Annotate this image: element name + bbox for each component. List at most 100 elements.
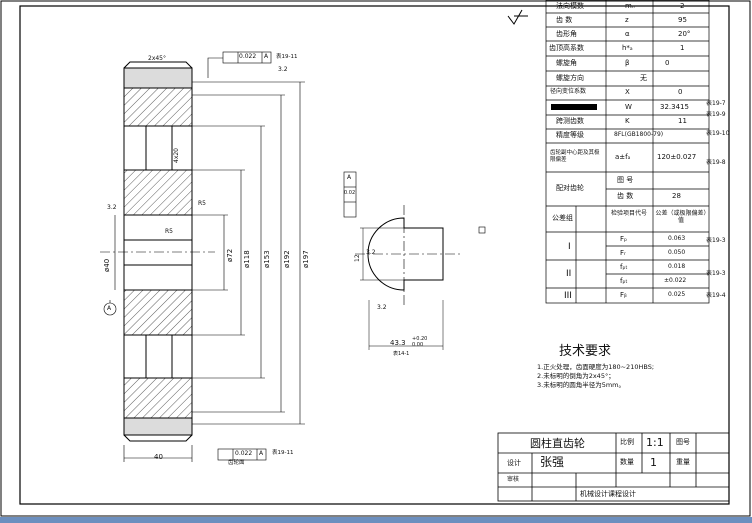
design-label: 设计 [507, 459, 521, 467]
course-name: 机械设计课程设计 [580, 490, 636, 498]
group0-code-0: Fₚ [620, 235, 628, 243]
title-block-grid [497, 432, 730, 502]
dim-r2: R5 [165, 228, 173, 235]
param-sym-1: z [625, 16, 629, 24]
drawing-no-label: 图号 [676, 438, 690, 446]
left-rough: 3.2 [107, 204, 117, 211]
dim-r1: R5 [198, 200, 206, 207]
drawing-title: 圆柱直齿轮 [530, 437, 585, 450]
tech-req-item-2: 3.未标明的圆角半径为5mm。 [537, 381, 626, 389]
param-val-5: 无 [640, 74, 647, 82]
group1-val-0: 0.018 [668, 263, 686, 270]
tolerance-frame-bottom [217, 448, 267, 461]
bottom-status-strip [0, 517, 752, 523]
key-upper: +0.20 [412, 336, 428, 342]
param-val-7: 32.3415 [660, 103, 689, 111]
dim-d197: ø197 [302, 250, 310, 268]
param-val-10: 120±0.027 [657, 153, 697, 161]
mate-name-0: 图 号 [617, 176, 634, 184]
tech-req-item-1: 2.未标明的倒角为2x45°； [537, 372, 615, 380]
dim-small: 4x20 [173, 147, 180, 163]
review-label: 审核 [507, 476, 520, 483]
side-note-5: 表19-3 [706, 270, 726, 277]
param-val-4: 0 [665, 59, 670, 67]
param-sym-3: h*ₐ [622, 44, 633, 52]
param-val-9: 8FL(GB1800-79) [614, 131, 664, 138]
tol-bottom-note: 表19-11 [272, 450, 294, 456]
qty-label: 数量 [620, 458, 634, 466]
inner-border [19, 5, 730, 505]
side-note-3: 表19-8 [706, 159, 726, 166]
param-name-1: 齿 数 [556, 16, 573, 24]
group0-code-1: Fᵣ [620, 249, 626, 257]
param-name-8: 跨测齿数 [556, 117, 584, 125]
group2-val-0: 0.025 [668, 291, 686, 298]
side-note-2: 表19-10 [706, 130, 730, 137]
param-name-6: 径向变位系数 [550, 88, 587, 95]
key-lower: 0.00 [412, 342, 424, 348]
mate-label: 配对齿轮 [556, 184, 584, 192]
group0-val-0: 0.063 [668, 235, 686, 242]
tol-top-note: 表19-11 [276, 54, 298, 60]
param-table-grid [545, 0, 710, 304]
param-name-0: 法向模数 [556, 2, 584, 10]
param-sym-10: a±fₐ [615, 153, 631, 161]
group-header-2: 检验项目代号 [610, 210, 647, 217]
group2-code-0: Fᵦ [620, 291, 627, 299]
tech-req-heading: 技术要求 [559, 344, 612, 359]
side-note-0: 表19-7 [706, 100, 726, 107]
key-depth: 43.3 [390, 339, 406, 347]
key-note: 表14-1 [393, 351, 410, 357]
keyway-view [343, 171, 460, 350]
group-header-3: 公差（或极限偏差）值 [655, 210, 707, 225]
side-note-4: 表19-3 [706, 237, 726, 244]
group-id-0: I [568, 242, 571, 252]
param-val-3: 1 [680, 44, 685, 52]
designer-name: 张强 [540, 455, 565, 469]
param-name-9: 精度等级 [556, 131, 584, 139]
ratio-value: 1:1 [646, 436, 664, 449]
param-sym-6: X [625, 88, 630, 96]
key-tol: 0.02 [344, 190, 356, 196]
qty-value: 1 [650, 456, 657, 469]
group-id-1: II [566, 269, 572, 279]
dim-d192: ø192 [283, 250, 291, 268]
diameter-dimensions [109, 81, 305, 462]
dim-chamfer: 2x45° [148, 55, 167, 62]
param-name-3: 齿顶高系数 [549, 44, 584, 52]
group-id-2: III [564, 291, 572, 301]
mate-name-1: 齿 数 [617, 192, 634, 200]
key-ref: A [347, 174, 352, 181]
param-sym-8: K [625, 117, 630, 125]
group-header-1: 公差组 [552, 214, 573, 222]
dim-d118: ø118 [243, 250, 251, 268]
dim-width: 40 [154, 453, 163, 461]
param-sym-4: β [625, 59, 630, 67]
tol-top-value: 0.022 [239, 53, 257, 60]
param-val-2: 20° [678, 30, 691, 38]
dim-bore: ø40 [103, 258, 111, 272]
param-name-2: 齿形角 [556, 30, 577, 38]
key-rough2: 3.2 [366, 249, 376, 256]
tolerance-frame-top [207, 51, 272, 78]
group1-code-1: fₚₜ [620, 277, 628, 285]
param-val-6: 0 [678, 88, 683, 96]
dim-d153: ø153 [263, 250, 271, 268]
param-val-0: 2 [680, 2, 685, 10]
group0-val-1: 0.050 [668, 249, 686, 256]
rough-top: 3.2 [278, 66, 288, 73]
group1-val-1: ±0.022 [664, 277, 687, 284]
surface-symbol [507, 9, 528, 25]
side-note-1: 表19-9 [706, 111, 726, 118]
group1-code-0: fₚₜ [620, 263, 628, 271]
tol-bottom-value: 0.022 [235, 450, 253, 457]
datum-letter: A [107, 305, 112, 312]
mate-val-1: 28 [672, 192, 681, 200]
param-name-4: 螺旋角 [556, 59, 577, 67]
param-val-1: 95 [678, 16, 687, 24]
datum-circle [103, 302, 117, 316]
redacted-bar [551, 104, 597, 110]
bottom-note: 齿轮面 [228, 460, 245, 466]
